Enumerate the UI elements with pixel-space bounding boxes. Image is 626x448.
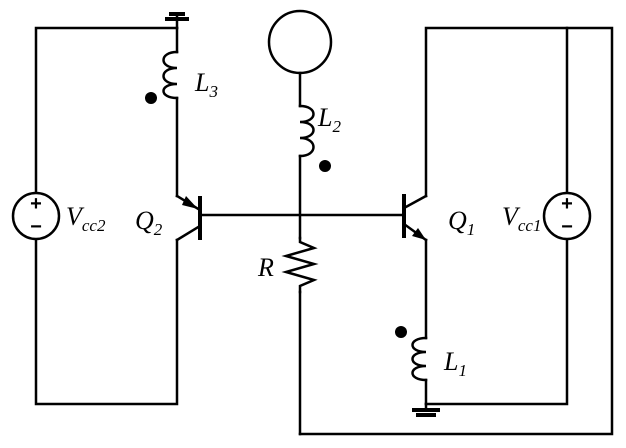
vcc1-minus-sign: − [561, 216, 573, 238]
vcc2-plus-sign: + [30, 193, 42, 215]
vcc2-minus-sign: − [30, 216, 42, 238]
inductor-l3 [162, 50, 179, 100]
vcc1-source: + − [542, 191, 592, 241]
transistor-q1 [402, 194, 428, 242]
label-q1: Q1 [448, 206, 475, 239]
outer-loop-wire [298, 26, 614, 436]
label-vcc1: Vcc1 [502, 202, 541, 235]
right-loop-wire [424, 26, 569, 406]
l3-dot [145, 92, 157, 104]
label-vcc2: Vcc2 [66, 202, 106, 235]
vcc2-source: + − [11, 191, 61, 241]
lamp-circle [267, 9, 333, 75]
top-ground-symbol [165, 12, 189, 30]
transistor-q2 [175, 194, 202, 242]
l2-dot [319, 160, 331, 172]
label-l1: L1 [443, 347, 467, 380]
label-r: R [257, 253, 274, 282]
label-l3: L3 [194, 68, 218, 101]
left-loop-wire [34, 26, 179, 406]
l1-dot [395, 326, 407, 338]
inductor-l2 [298, 104, 315, 158]
label-l2: L2 [317, 103, 341, 136]
label-q2: Q2 [135, 206, 163, 239]
vcc1-plus-sign: + [561, 193, 573, 215]
inductor-l1 [411, 336, 428, 382]
resistor-r [281, 236, 319, 294]
bottom-ground-symbol [412, 402, 440, 417]
